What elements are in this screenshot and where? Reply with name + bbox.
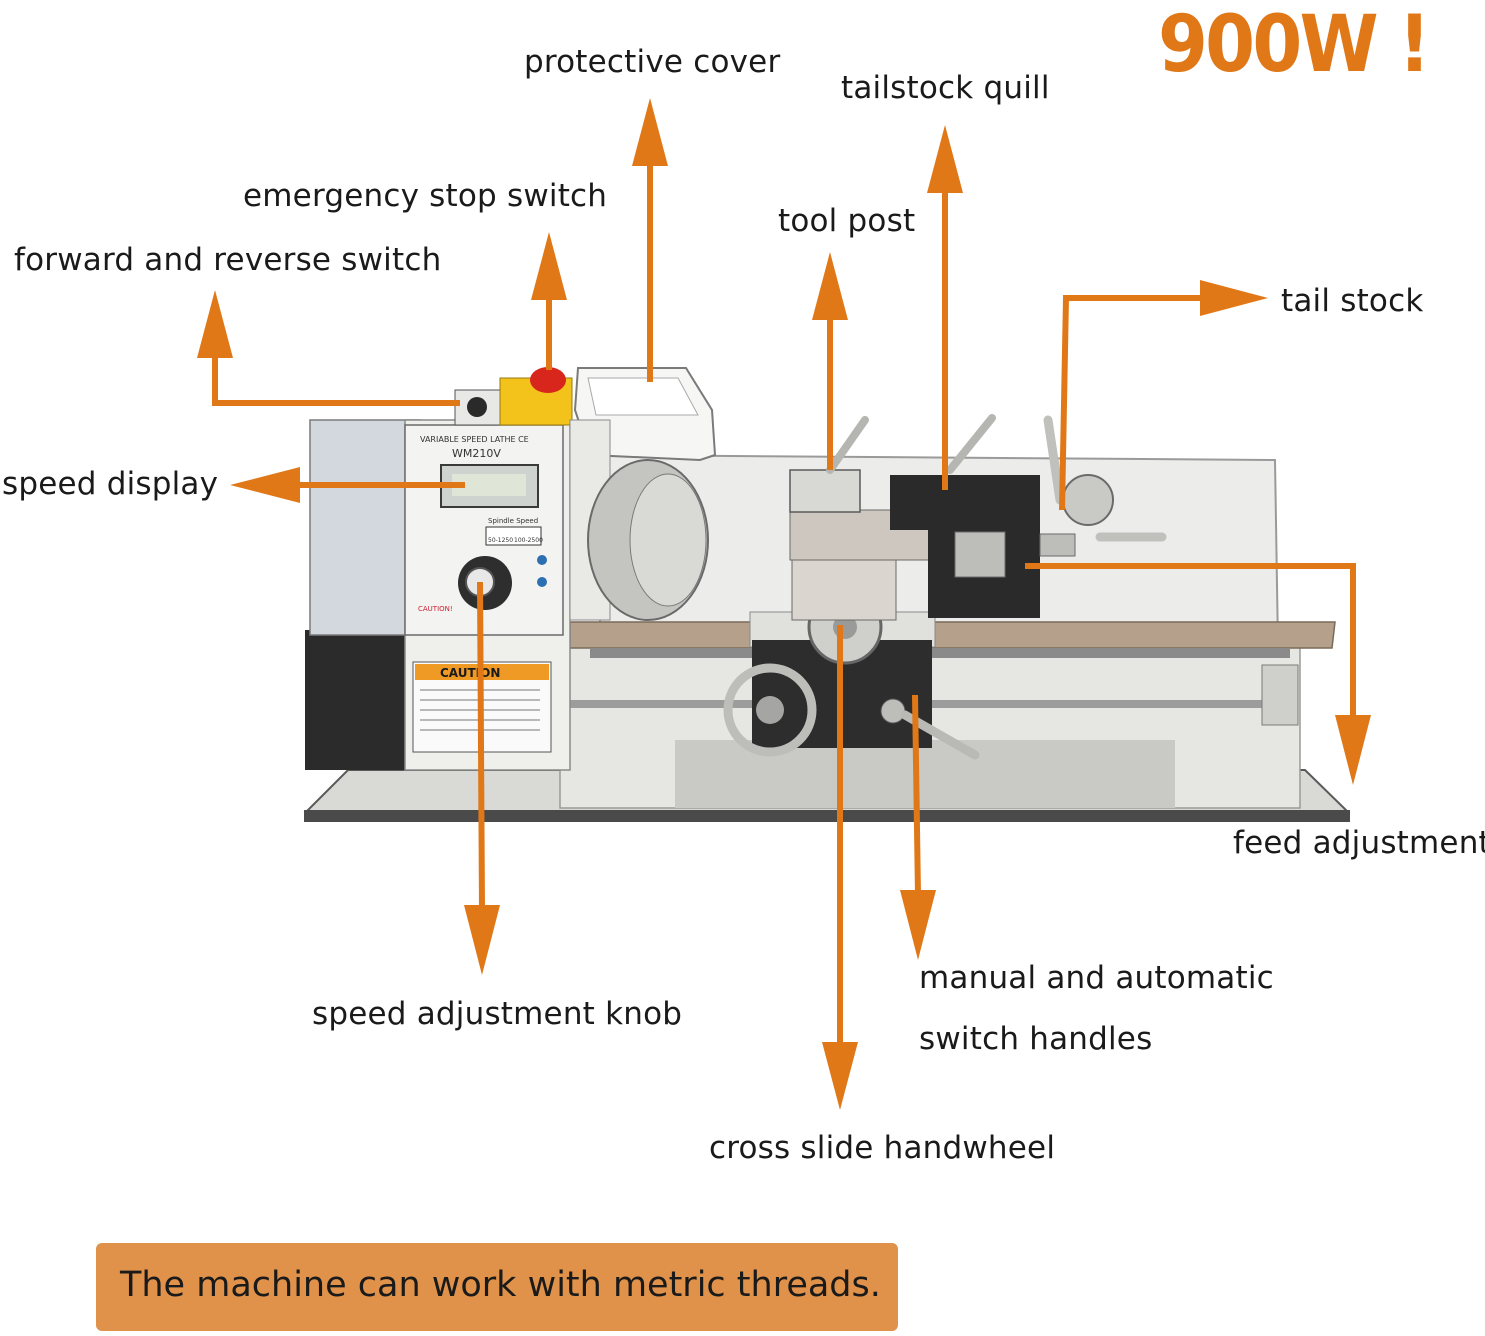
forward-reverse-knob <box>467 397 487 417</box>
carriage-handwheel <box>723 663 817 757</box>
blue-button-1 <box>537 555 547 565</box>
emergency-stop-button <box>530 367 566 393</box>
blue-button-2 <box>537 577 547 587</box>
rack <box>590 648 1290 658</box>
arrowhead-forward-reverse <box>197 290 233 358</box>
power-rating-headline: 900W ! <box>1158 0 1431 90</box>
label-cross-slide-handwheel: cross slide handwheel <box>709 1130 1056 1166</box>
base-tray-edge <box>304 810 1350 822</box>
label-tailstock-quill: tailstock quill <box>841 70 1050 106</box>
label-protective-cover: protective cover <box>524 44 781 80</box>
caution-label: CAUTION <box>440 666 500 680</box>
screw-bracket <box>1261 664 1299 726</box>
tailstock-quill-handle <box>946 414 996 474</box>
tool-post-handle <box>826 416 869 474</box>
speed-table <box>485 526 542 546</box>
label-emergency-stop-switch: emergency stop switch <box>243 178 608 214</box>
arrowhead-feed-adjustment <box>1335 715 1371 785</box>
label-speed-display: speed display <box>2 466 219 502</box>
arrowhead-cross-slide <box>822 1042 858 1110</box>
tailstock-quill <box>954 531 1006 578</box>
arrow-tail-stock-line <box>1059 295 1208 511</box>
arrowhead-tail-stock <box>1200 280 1268 316</box>
panel-title: VARIABLE SPEED LATHE CE <box>420 435 529 444</box>
speed-display-lcd <box>452 474 526 496</box>
arrowhead-speed-display <box>230 467 300 503</box>
arrowhead-speed-knob <box>464 905 500 975</box>
label-feed-adjustment: feed adjustment <box>1233 825 1485 861</box>
label-forward-reverse-switch: forward and reverse switch <box>14 242 442 278</box>
caution-small: CAUTION! <box>418 605 453 613</box>
arrowhead-emergency-stop <box>531 232 567 300</box>
arrowhead-protective-cover <box>632 98 668 166</box>
label-tail-stock: tail stock <box>1281 283 1424 319</box>
arrow-feed-adjustment-line <box>1025 563 1356 720</box>
arrowhead-tailstock-quill <box>927 125 963 193</box>
metric-threads-note: The machine can work with metric threads… <box>96 1243 898 1331</box>
tailstock-lock <box>1039 533 1076 557</box>
headstock-panel-left <box>309 419 421 636</box>
speed-table-header: Spindle Speed <box>488 517 538 525</box>
label-tool-post: tool post <box>778 203 916 239</box>
arrow-speed-knob-line <box>477 581 485 911</box>
arrowhead-tool-post <box>812 252 848 320</box>
arrowhead-manual-auto <box>900 890 936 960</box>
metric-threads-note-text: The machine can work with metric threads… <box>120 1265 881 1305</box>
label-switch-handles: switch handles <box>919 1021 1153 1057</box>
tailstock-handwheel-handle <box>1043 415 1065 505</box>
arrow-forward-reverse-line <box>212 350 460 406</box>
speed-high: 100-2500 <box>514 537 543 544</box>
arrow-manual-auto-line <box>912 694 921 896</box>
chuck-face <box>629 473 707 607</box>
label-manual-automatic: manual and automatic <box>919 960 1274 996</box>
tailstock-body-top <box>890 475 1040 530</box>
compound-slide <box>791 559 897 621</box>
tool-post <box>789 469 861 513</box>
speed-low: 50-1250 <box>488 537 513 544</box>
headstock-lower <box>305 630 405 770</box>
carriage-hub <box>756 696 784 724</box>
label-speed-adjustment-knob: speed adjustment knob <box>312 996 683 1032</box>
model-label: WM210V <box>452 447 501 460</box>
